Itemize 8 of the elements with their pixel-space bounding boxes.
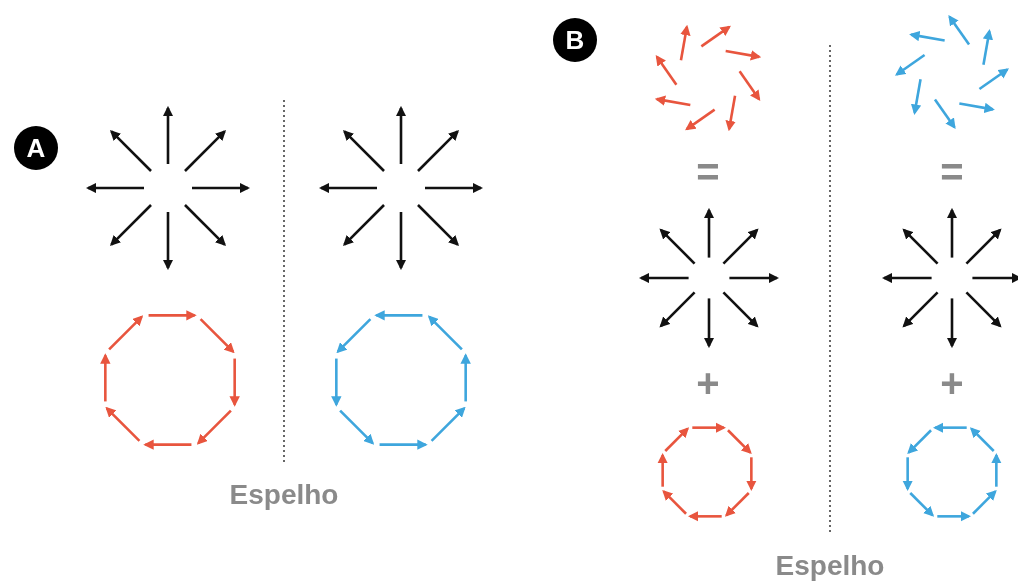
mirror-label: Espelho: [775, 550, 885, 582]
plus-sign: +: [696, 363, 720, 403]
panel-badge: A: [14, 126, 58, 170]
plus-sign: +: [940, 363, 964, 403]
mirror-label: Espelho: [229, 479, 339, 511]
equals-sign: =: [940, 152, 964, 192]
equals-sign: =: [696, 152, 720, 192]
panel-badge: B: [553, 18, 597, 62]
